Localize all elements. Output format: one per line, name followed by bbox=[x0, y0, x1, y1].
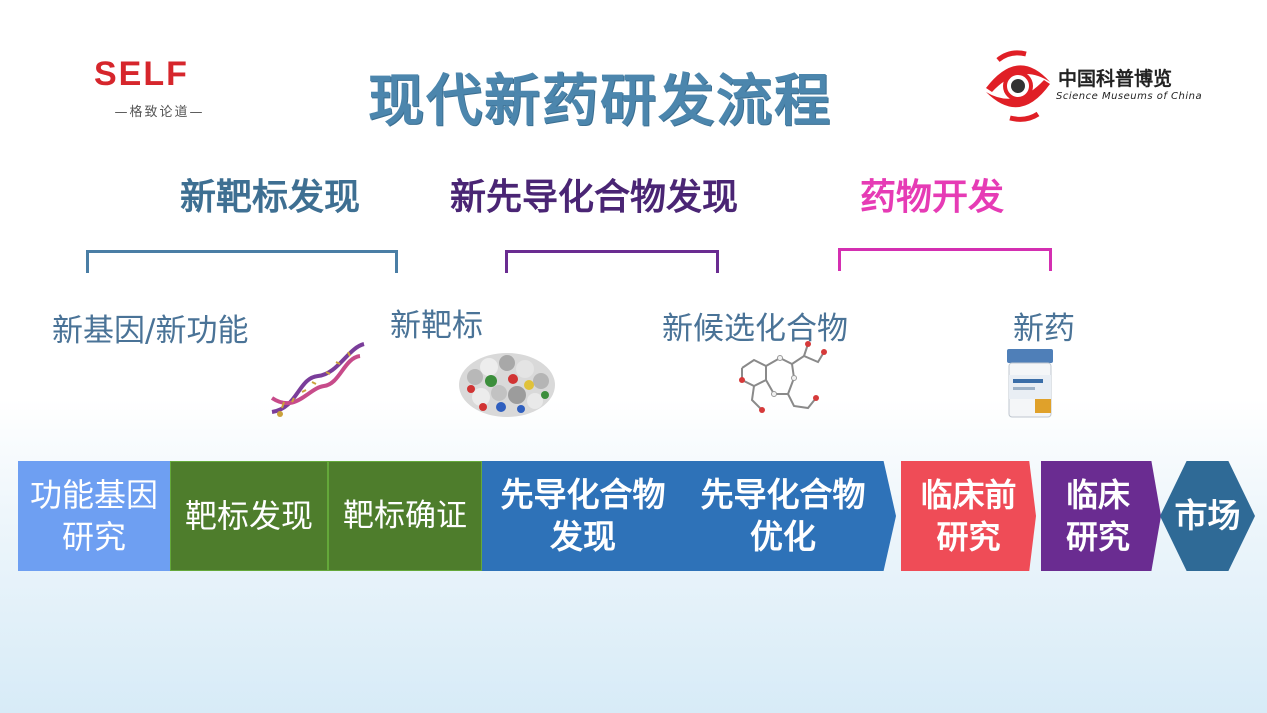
milestone-new-gene: 新基因/新功能 bbox=[52, 313, 249, 349]
phase-bracket-3 bbox=[838, 248, 1052, 271]
stage-target-validation: 靶标确证 bbox=[328, 461, 482, 571]
stage-clinical-research: 临床 研究 bbox=[1041, 461, 1161, 571]
dna-icon bbox=[270, 342, 365, 417]
stage-label-line1: 临床前 bbox=[920, 476, 1017, 514]
stage-label-line1: 先导化合物 bbox=[700, 475, 866, 514]
stage-lead-optimization: 先导化合物 优化 bbox=[683, 474, 883, 558]
medicine-bottle-icon bbox=[1007, 349, 1053, 418]
self-logo-tagline: —格致论道— bbox=[114, 105, 205, 120]
stage-label-line2: 优化 bbox=[750, 517, 816, 556]
stage-label-line2: 研究 bbox=[1065, 518, 1130, 556]
phase-drug-development: 药物开发 bbox=[860, 177, 1005, 218]
phase-target-discovery: 新靶标发现 bbox=[180, 177, 361, 218]
milestone-new-drug: 新药 bbox=[1013, 311, 1075, 347]
science-museums-logo: 中国科普博览 Science Museums of China bbox=[980, 48, 1210, 128]
stage-label-line1: 靶标确证 bbox=[343, 498, 467, 534]
molecule-icon bbox=[739, 341, 827, 413]
stage-functional-gene-research: 功能基因 研究 bbox=[18, 461, 170, 571]
stage-label-line2: 发现 bbox=[550, 517, 616, 556]
stage-label-line1: 靶标发现 bbox=[184, 497, 313, 535]
stage-label-line1: 临床 bbox=[1065, 476, 1130, 514]
stage-label-line1: 功能基因 bbox=[29, 476, 158, 514]
self-logo: SELF —格致论道— bbox=[92, 55, 227, 125]
stage-lead-discovery: 先导化合物 发现 bbox=[483, 474, 683, 558]
stage-market: 市场 bbox=[1160, 461, 1255, 571]
phase-lead-discovery: 新先导化合物发现 bbox=[450, 177, 739, 218]
stage-label-line2: 研究 bbox=[61, 518, 126, 556]
phase-bracket-2 bbox=[505, 250, 719, 273]
protein-icon bbox=[459, 353, 555, 417]
stage-preclinical-research: 临床前 研究 bbox=[901, 461, 1036, 571]
stage-label-line1: 市场 bbox=[1174, 496, 1241, 535]
museum-name: 中国科普博览 bbox=[1058, 68, 1173, 90]
stage-label-line1: 先导化合物 bbox=[500, 475, 666, 514]
eye-emblem-icon bbox=[986, 50, 1050, 122]
stage-target-discovery: 靶标发现 bbox=[170, 461, 328, 571]
stage-label-line2: 研究 bbox=[936, 518, 1001, 556]
page-title: 现代新药研发流程 bbox=[368, 69, 832, 134]
milestone-new-candidate: 新候选化合物 bbox=[662, 311, 848, 347]
self-logo-word: SELF bbox=[94, 55, 189, 93]
museum-english-name: Science Museums of China bbox=[1056, 91, 1203, 102]
stage-lead-compound-arrow: 先导化合物 发现 先导化合物 优化 bbox=[482, 461, 896, 571]
milestone-new-target: 新靶标 bbox=[390, 308, 483, 344]
phase-bracket-1 bbox=[86, 250, 398, 273]
